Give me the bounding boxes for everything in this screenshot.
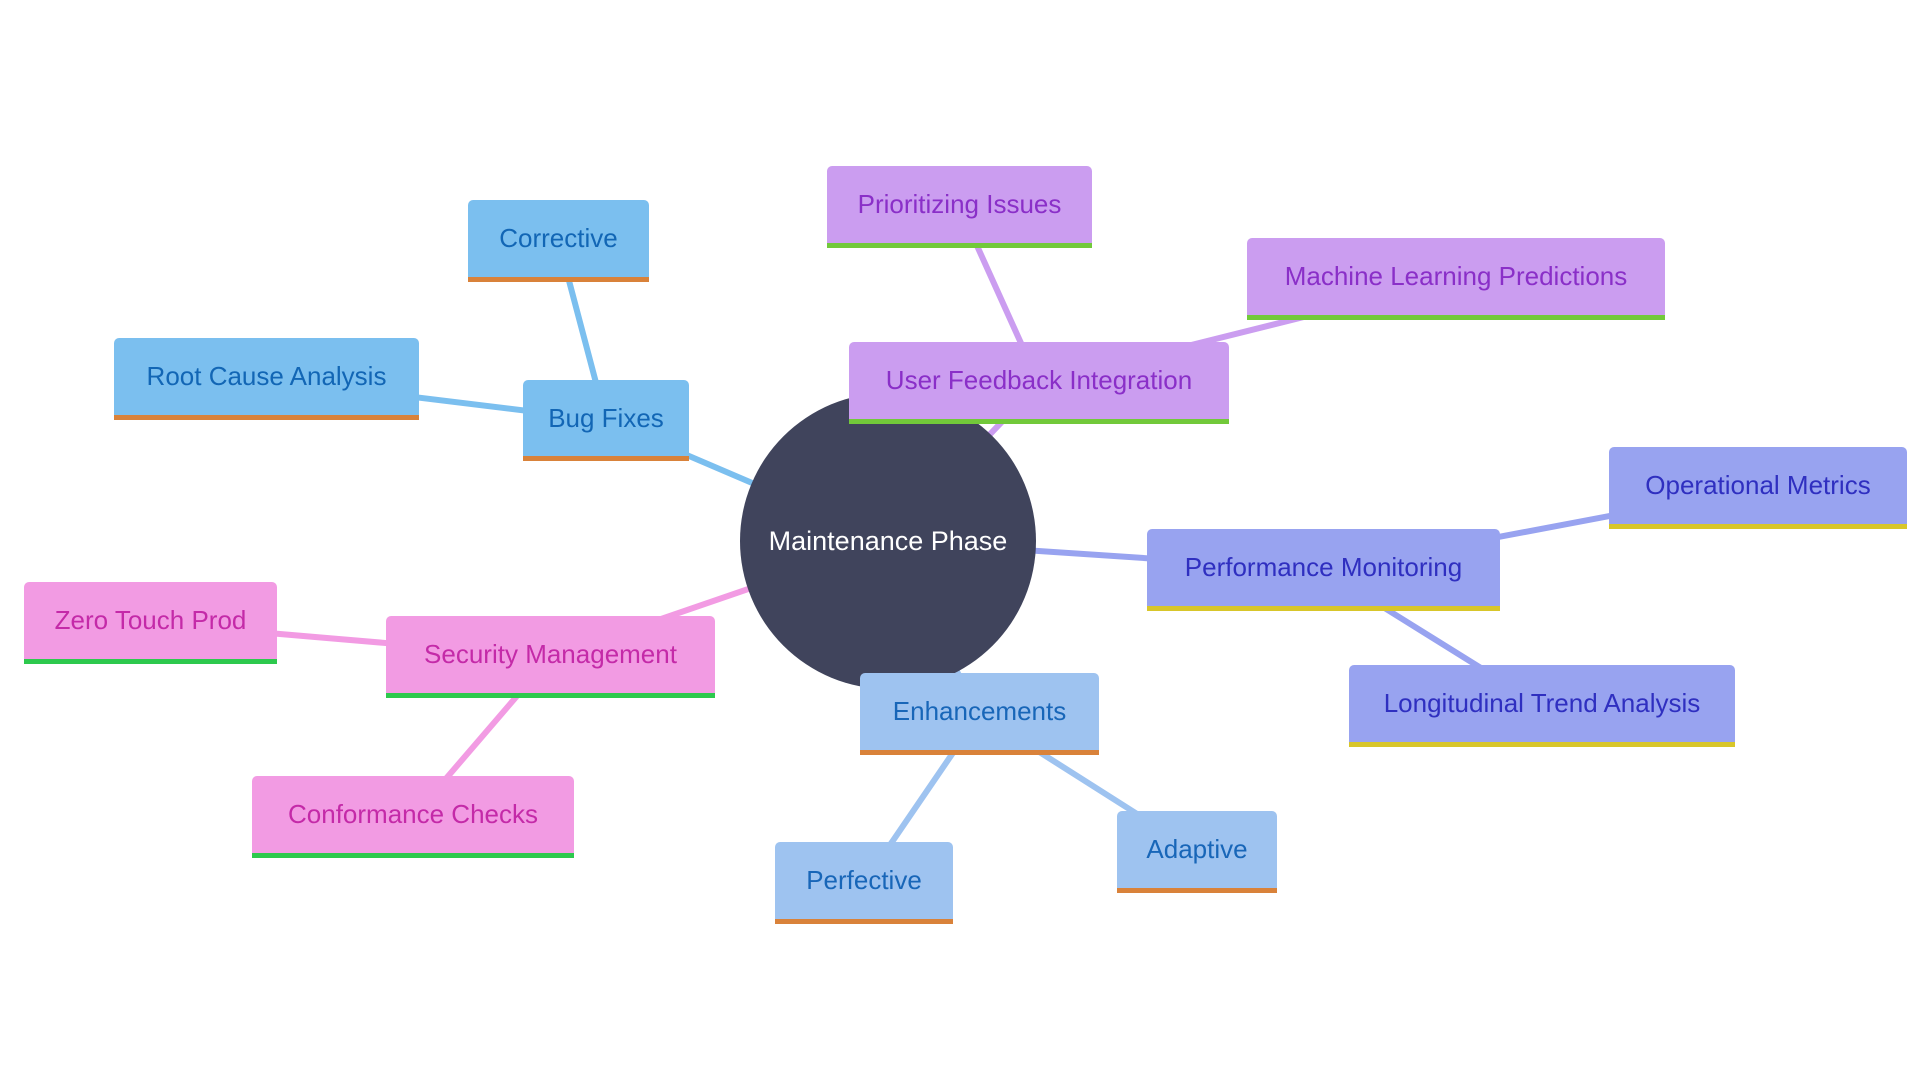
node-label: Operational Metrics <box>1645 470 1871 500</box>
node-label: Zero Touch Prod <box>54 605 247 635</box>
node-label: Perfective <box>806 865 922 895</box>
node-label: Corrective <box>499 223 618 253</box>
leaf-node-root-cause-analysis: Root Cause Analysis <box>114 338 419 420</box>
leaf-node-machine-learning-predictions: Machine Learning Predictions <box>1247 238 1665 320</box>
node-label: Prioritizing Issues <box>857 189 1062 219</box>
leaf-node-operational-metrics: Operational Metrics <box>1609 447 1907 529</box>
node-label: Adaptive <box>1146 834 1248 864</box>
leaf-node-zero-touch-prod: Zero Touch Prod <box>24 582 277 664</box>
leaf-node-corrective: Corrective <box>468 200 649 282</box>
node-label: User Feedback Integration <box>885 365 1193 395</box>
node-label: Longitudinal Trend Analysis <box>1383 688 1701 718</box>
branch-node-bug-fixes: Bug Fixes <box>523 380 689 461</box>
node-label: Security Management <box>424 639 677 669</box>
node-label: Enhancements <box>892 696 1067 726</box>
branch-node-user-feedback-integration: User Feedback Integration <box>849 342 1229 424</box>
center-node-maintenance-phase: Maintenance Phase <box>740 393 1036 689</box>
node-label: Machine Learning Predictions <box>1284 261 1628 291</box>
center-node-label: Maintenance Phase <box>768 525 1008 556</box>
branch-node-enhancements: Enhancements <box>860 673 1099 755</box>
leaf-node-perfective: Perfective <box>775 842 953 924</box>
node-label: Conformance Checks <box>288 799 538 829</box>
branch-node-security-management: Security Management <box>386 616 715 698</box>
leaf-node-conformance-checks: Conformance Checks <box>252 776 574 858</box>
node-label: Bug Fixes <box>548 402 664 433</box>
branch-node-performance-monitoring: Performance Monitoring <box>1147 529 1500 611</box>
leaf-node-longitudinal-trend-analysis: Longitudinal Trend Analysis <box>1349 665 1735 747</box>
node-label: Root Cause Analysis <box>146 361 387 391</box>
leaf-node-prioritizing-issues: Prioritizing Issues <box>827 166 1092 248</box>
node-label: Performance Monitoring <box>1184 552 1463 582</box>
leaf-node-adaptive: Adaptive <box>1117 811 1277 893</box>
